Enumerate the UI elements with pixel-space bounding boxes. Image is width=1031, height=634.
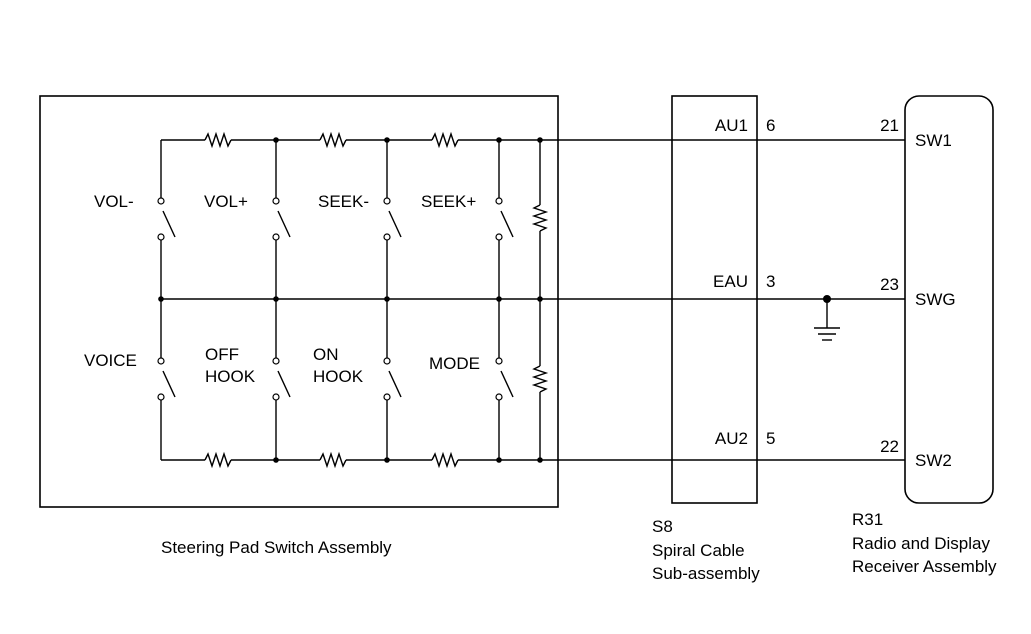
vertical-resistors: [531, 140, 549, 460]
switch-blade: [500, 370, 514, 398]
terminal-au2: AU2: [715, 429, 748, 448]
radio-receiver-name-line2: Receiver Assembly: [852, 557, 997, 576]
pin-5: 5: [766, 429, 775, 448]
switch-blade: [388, 370, 402, 398]
resistor: [204, 451, 232, 469]
switch-label-off-hook-line1: OFF: [205, 345, 239, 364]
resistor: [319, 451, 347, 469]
radio-receiver-code: R31: [852, 510, 883, 529]
switch-blade: [277, 210, 291, 238]
radio-receiver-name-line1: Radio and Display: [852, 534, 990, 553]
resistor: [204, 131, 232, 149]
switch-label-vol-plus: VOL+: [204, 192, 248, 211]
switch-blade: [162, 210, 176, 238]
top-bus: [161, 131, 905, 149]
switch-label-off-hook-line2: HOOK: [205, 367, 256, 386]
pin-21: 21: [880, 116, 899, 135]
switch-blade: [500, 210, 514, 238]
resistor: [531, 365, 549, 393]
switch-label-voice: VOICE: [84, 351, 137, 370]
steering-pad-caption: Steering Pad Switch Assembly: [161, 538, 392, 557]
terminal-eau: EAU: [713, 272, 748, 291]
terminal-sw1: SW1: [915, 131, 952, 150]
terminal-au1: AU1: [715, 116, 748, 135]
switch-label-mode: MODE: [429, 354, 480, 373]
switch-label-on-hook-line1: ON: [313, 345, 339, 364]
switch-blade: [162, 370, 176, 398]
switch-label-on-hook-line2: HOOK: [313, 367, 364, 386]
pin-23: 23: [880, 275, 899, 294]
spiral-cable-code: S8: [652, 517, 673, 536]
switch-blade: [277, 370, 291, 398]
resistor: [431, 131, 459, 149]
switch-columns: [157, 140, 514, 460]
switch-label-vol-minus: VOL-: [94, 192, 134, 211]
pin-22: 22: [880, 437, 899, 456]
switch-label-seek-plus: SEEK+: [421, 192, 476, 211]
pin-6: 6: [766, 116, 775, 135]
spiral-cable-name-line1: Spiral Cable: [652, 541, 745, 560]
spiral-cable-name-line2: Sub-assembly: [652, 564, 760, 583]
terminal-swg: SWG: [915, 290, 956, 309]
resistor: [531, 204, 549, 232]
pin-3: 3: [766, 272, 775, 291]
junction-dots: [158, 137, 831, 463]
switch-blade: [388, 210, 402, 238]
steering-pad-switch-assembly-box: [39, 95, 559, 508]
spiral-cable-box: [671, 95, 758, 504]
switch-label-seek-minus: SEEK-: [318, 192, 369, 211]
terminal-sw2: SW2: [915, 451, 952, 470]
radio-receiver-box: [904, 95, 994, 504]
ground-symbol: [814, 299, 840, 341]
resistor: [431, 451, 459, 469]
resistor: [319, 131, 347, 149]
bottom-bus: [161, 451, 905, 469]
